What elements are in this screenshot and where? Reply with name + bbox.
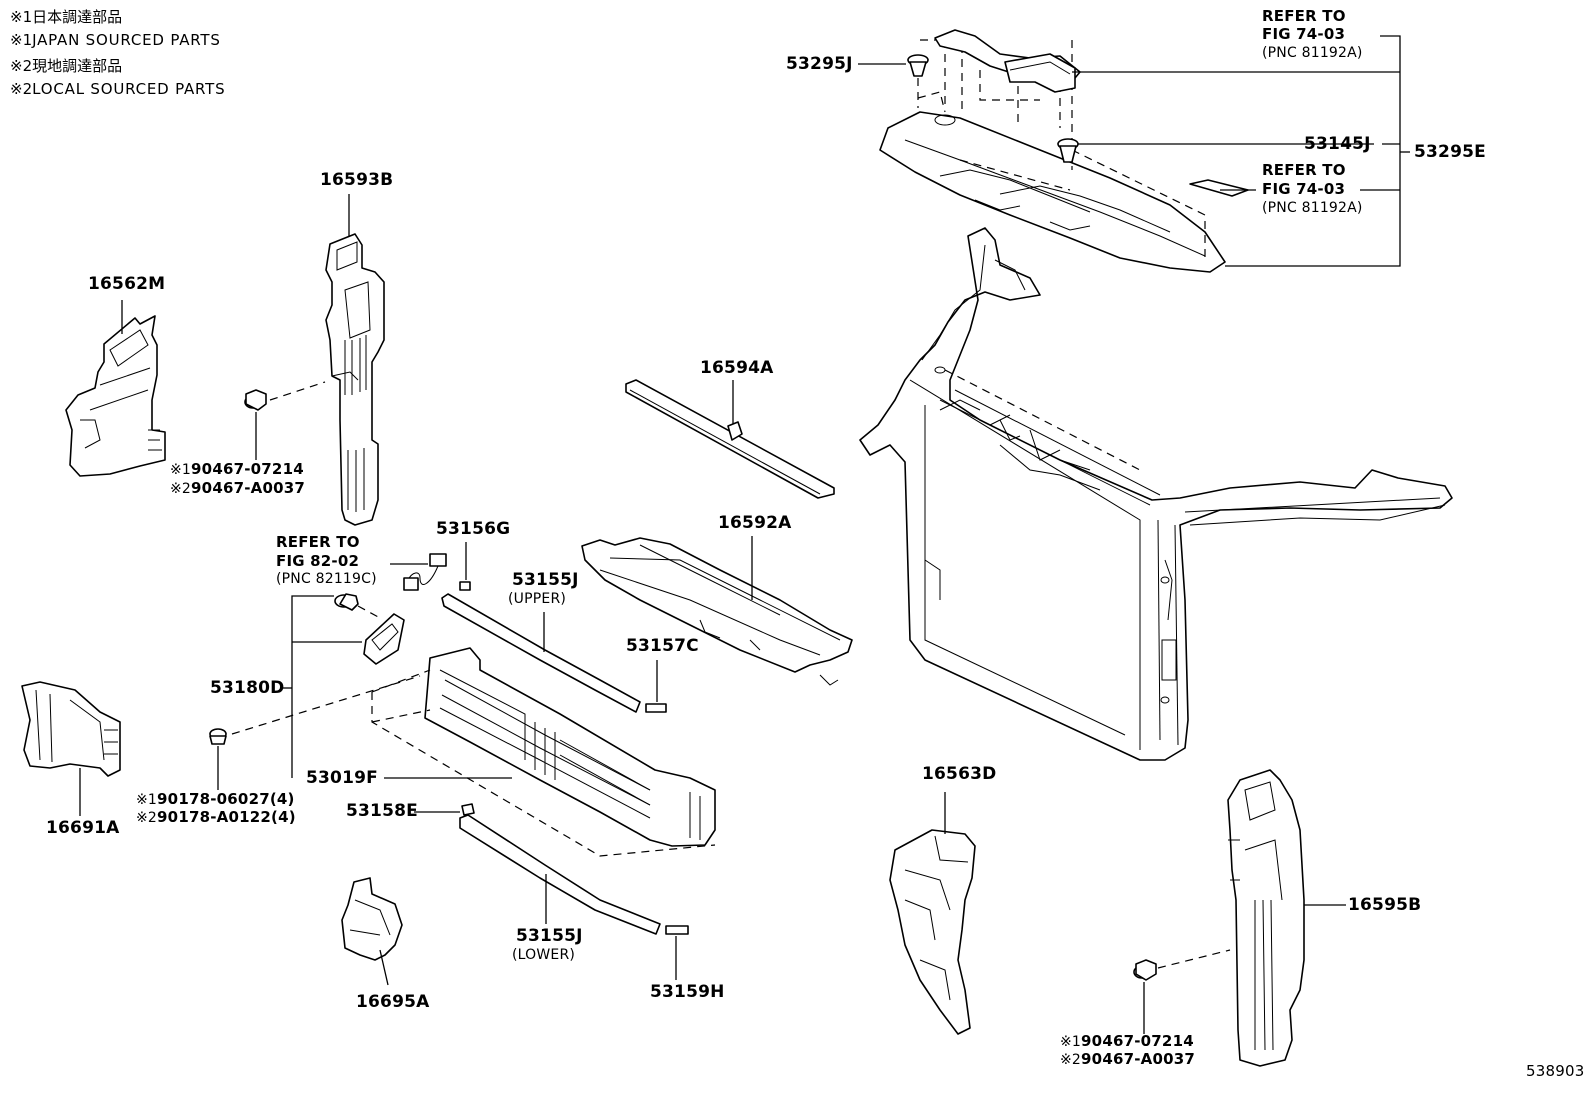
label-53155j-lower[interactable]: 53155J: [516, 926, 583, 946]
refer-fig-74-03-top-line2[interactable]: FIG 74-03: [1262, 25, 1346, 43]
refer-fig-82-02-line2[interactable]: FIG 82-02: [276, 552, 360, 570]
fastener-90178-06027[interactable]: ※190178-06027(4): [136, 790, 295, 808]
clip-53145j: [1057, 138, 1079, 162]
fastener-number: 90178-06027(4): [157, 790, 295, 808]
radiator-support-frame: [860, 228, 1452, 760]
label-16593b[interactable]: 16593B: [320, 170, 394, 190]
label-53295j[interactable]: 53295J: [786, 54, 853, 74]
note-mark: ※2: [10, 80, 33, 98]
wire-connector: [404, 554, 446, 590]
note-local-en: ※2LOCAL SOURCED PARTS: [10, 82, 225, 97]
grille-shutter-53019f: [372, 648, 715, 856]
air-guide-16595b: [1158, 770, 1304, 1066]
label-16594a[interactable]: 16594A: [700, 358, 774, 378]
radiator-support-upper-cover: [880, 40, 1225, 272]
label-53158e[interactable]: 53158E: [346, 801, 418, 821]
upper-seal: [935, 30, 1248, 196]
refer-fig-82-02-line3: (PNC 82119C): [276, 571, 377, 587]
fastener-number: 90467-07214: [1081, 1032, 1194, 1050]
fastener-number: 90467-07214: [191, 460, 304, 478]
note-mark: ※2: [10, 57, 33, 75]
fastener-90467-a0037-lower[interactable]: ※290467-A0037: [1060, 1050, 1196, 1068]
fastener-mark: ※1: [170, 462, 192, 478]
fastener-mark: ※2: [136, 810, 158, 826]
label-16595b[interactable]: 16595B: [1348, 895, 1422, 915]
label-upper: (UPPER): [508, 591, 567, 607]
refer-fig-74-03-mid-line2[interactable]: FIG 74-03: [1262, 180, 1346, 198]
refer-fig-82-02-line1[interactable]: REFER TO: [276, 533, 360, 551]
fastener-number: 90467-A0037: [191, 479, 306, 497]
illustration-id: 538903: [1526, 1062, 1585, 1080]
label-53295e[interactable]: 53295E: [1414, 142, 1486, 162]
label-16691a[interactable]: 16691A: [46, 818, 120, 838]
bolt-right-lower: [1133, 960, 1156, 1034]
label-lower: (LOWER): [512, 947, 576, 963]
seal-53155j-lower: [460, 815, 660, 934]
label-53180d[interactable]: 53180D: [210, 678, 285, 698]
refer-fig-74-03-top-line1[interactable]: REFER TO: [1262, 7, 1346, 25]
air-guide-16562m: [66, 316, 165, 476]
part-53156g-shape: [460, 582, 470, 590]
label-53019f[interactable]: 53019F: [306, 768, 378, 788]
fastener-90178-a0122[interactable]: ※290178-A0122(4): [136, 808, 296, 826]
note-local-jp: ※2現地調達部品: [10, 59, 122, 74]
fastener-number: 90178-A0122(4): [157, 808, 296, 826]
note-text: 現地調達部品: [32, 57, 123, 75]
label-53159h[interactable]: 53159H: [650, 982, 725, 1002]
air-guide-16695a: [342, 878, 402, 985]
bolt-left-upper: [244, 382, 325, 460]
fastener-90467-a0037-upper[interactable]: ※290467-A0037: [170, 479, 306, 497]
fastener-mark: ※2: [1060, 1052, 1082, 1068]
fastener-mark: ※1: [1060, 1034, 1082, 1050]
undercover-16592a: [582, 538, 852, 685]
clip-53295j: [907, 54, 929, 76]
label-16695a[interactable]: 16695A: [356, 992, 430, 1012]
label-53156g[interactable]: 53156G: [436, 519, 511, 539]
part-53157c-shape: [646, 704, 666, 712]
label-16563d[interactable]: 16563D: [922, 764, 997, 784]
label-53155j-upper[interactable]: 53155J: [512, 570, 579, 590]
label-16562m[interactable]: 16562M: [88, 274, 166, 294]
fastener-mark: ※1: [136, 792, 158, 808]
label-53157c[interactable]: 53157C: [626, 636, 699, 656]
part-53159h-shape: [666, 926, 688, 934]
label-16592a[interactable]: 16592A: [718, 513, 792, 533]
seal-bar-16594a: [626, 380, 834, 498]
refer-fig-74-03-top-line3: (PNC 81192A): [1262, 45, 1363, 61]
note-text: LOCAL SOURCED PARTS: [32, 80, 226, 98]
fastener-number: 90467-A0037: [1081, 1050, 1196, 1068]
leader-lines: [80, 36, 1410, 980]
air-guide-16563d: [890, 830, 975, 1034]
fastener-mark: ※2: [170, 481, 192, 497]
fastener-90467-07214-lower[interactable]: ※190467-07214: [1060, 1032, 1194, 1050]
refer-fig-74-03-mid-line3: (PNC 81192A): [1262, 200, 1363, 216]
fastener-90467-07214-upper[interactable]: ※190467-07214: [170, 460, 304, 478]
note-text: 日本調達部品: [32, 8, 123, 26]
part-53158e-shape: [462, 804, 474, 815]
seal-53155j-upper: [442, 594, 640, 712]
note-text: JAPAN SOURCED PARTS: [32, 31, 221, 49]
label-53145j[interactable]: 53145J: [1304, 134, 1371, 154]
note-mark: ※1: [10, 8, 33, 26]
bolt-90178: [209, 676, 420, 790]
air-guide-16593b: [326, 234, 384, 525]
refer-fig-74-03-mid-line1[interactable]: REFER TO: [1262, 161, 1346, 179]
note-mark: ※1: [10, 31, 33, 49]
air-guide-16691a: [22, 682, 120, 776]
note-japan-jp: ※1日本調達部品: [10, 10, 122, 25]
shutter-actuator: [334, 594, 404, 664]
note-japan-en: ※1JAPAN SOURCED PARTS: [10, 33, 221, 48]
